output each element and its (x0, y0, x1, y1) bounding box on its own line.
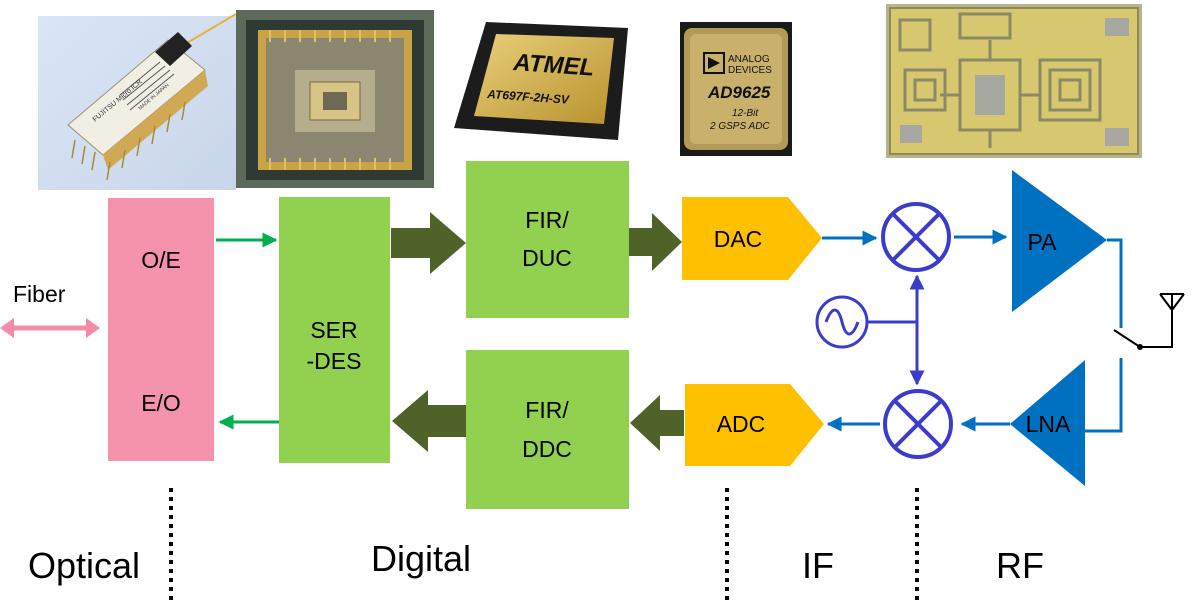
adc-to-fir-ddc-arrow (630, 395, 684, 451)
oe-label: O/E (141, 247, 181, 273)
fir-duc-to-dac-arrow (629, 213, 682, 271)
eo-label: E/O (141, 390, 181, 416)
fir-ddc-label-line2: DDC (522, 436, 572, 462)
fir-duc-label-line1: FIR/ (525, 207, 569, 233)
switch-to-lna-line (1085, 358, 1123, 433)
analog-devices-logo-icon (703, 52, 725, 74)
domain-digital: Digital (371, 538, 471, 579)
adc-brand-line1: ANALOG (728, 54, 770, 65)
tx-mixer-icon (881, 202, 951, 272)
serdes-label-line2: -DES (307, 348, 362, 374)
serdes-block: SER -DES (279, 197, 390, 463)
rx-mixer-icon (883, 389, 953, 459)
dac-block: DAC (682, 197, 822, 280)
pa-label: PA (1028, 229, 1058, 255)
fir-ddc-label-line1: FIR/ (525, 397, 569, 423)
adc-block: ADC (685, 384, 824, 466)
oe-eo-block: O/E E/O (108, 198, 214, 461)
fiber-label: Fiber (13, 281, 66, 307)
adc-brand-line2: DEVICES (728, 65, 772, 76)
photo-die-package (236, 10, 434, 188)
adc-desc: 2 GSPS ADC (709, 121, 770, 132)
pa-amplifier: PA (1012, 170, 1107, 312)
fiber-connection: Fiber (0, 281, 100, 338)
serdes-label-line1: SER (310, 317, 357, 343)
adc-part: AD9625 (707, 83, 771, 102)
domain-optical: Optical (28, 545, 140, 586)
photo-optical-module: FUJITSU Micro ICR MADE IN JAPAN (38, 13, 237, 190)
serdes-to-fir-duc-arrow (391, 212, 466, 274)
photo-atmel-chip: ATMEL AT697F-2H-SV (454, 22, 628, 140)
lna-label: LNA (1026, 411, 1071, 437)
fir-ddc-to-serdes-arrow (392, 390, 466, 452)
pa-to-switch-line (1107, 238, 1123, 328)
domain-if: IF (802, 545, 834, 586)
local-oscillator-icon (815, 295, 869, 349)
adc-label: ADC (717, 411, 766, 437)
dac-label: DAC (714, 226, 763, 252)
atmel-brand: ATMEL (512, 49, 596, 82)
photo-rf-mmic (886, 4, 1142, 158)
tr-switch-icon (1113, 329, 1143, 350)
atmel-part: AT697F-2H-SV (486, 87, 571, 107)
fir-ddc-block: FIR/ DDC (466, 350, 629, 509)
lna-amplifier: LNA (1010, 360, 1085, 486)
domain-rf: RF (996, 545, 1044, 586)
fir-duc-block: FIR/ DUC (466, 161, 629, 318)
antenna-icon (1140, 293, 1185, 348)
fir-duc-label-line2: DUC (522, 245, 572, 271)
adc-bits: 12-Bit (732, 108, 759, 119)
photo-analog-devices-chip: ANALOG DEVICES AD9625 12-Bit 2 GSPS ADC (680, 22, 792, 156)
